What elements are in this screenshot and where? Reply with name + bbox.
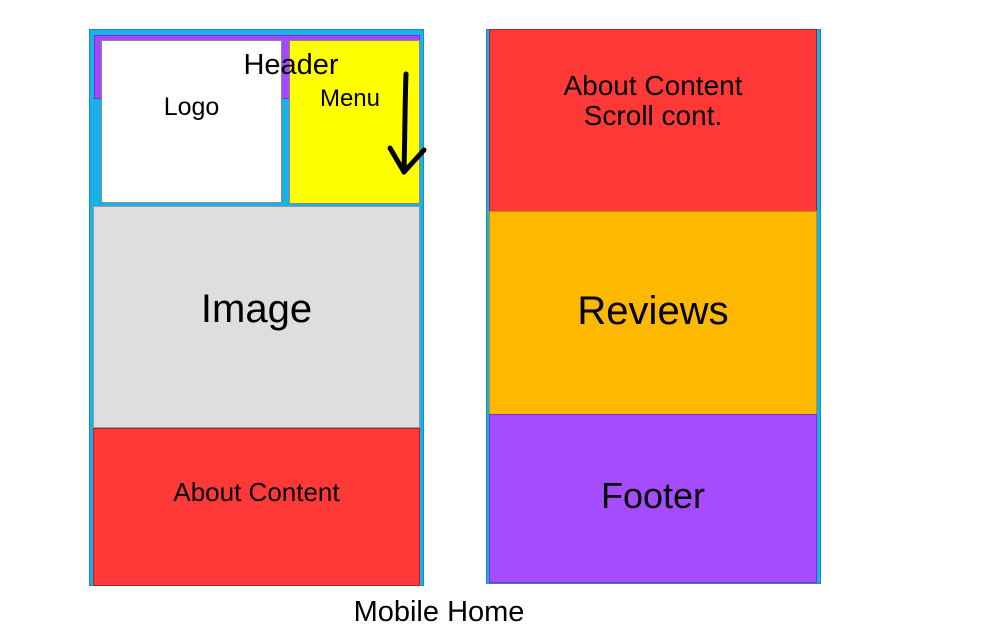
footer-section: Footer <box>489 414 817 583</box>
logo-label: Logo <box>163 93 220 121</box>
about-content-label: About Content <box>173 476 340 507</box>
image-placeholder: Image <box>93 206 420 428</box>
logo-box: Logo <box>101 40 282 203</box>
about-content-continued-line2: Scroll cont. <box>583 100 723 131</box>
image-label: Image <box>200 286 313 331</box>
menu-box <box>289 40 420 204</box>
menu-label: Menu <box>319 85 381 112</box>
footer-label: Footer <box>600 475 706 516</box>
arrow-down-icon <box>387 71 427 175</box>
diagram-caption: Mobile Home <box>353 595 525 628</box>
about-content-continued-section: About Content Scroll cont. <box>489 29 817 212</box>
header-label: Header <box>243 48 339 81</box>
about-content-continued-line1: About Content <box>563 70 743 101</box>
about-content-section: About Content <box>93 428 420 586</box>
reviews-section: Reviews <box>489 211 817 415</box>
reviews-label: Reviews <box>577 288 729 333</box>
